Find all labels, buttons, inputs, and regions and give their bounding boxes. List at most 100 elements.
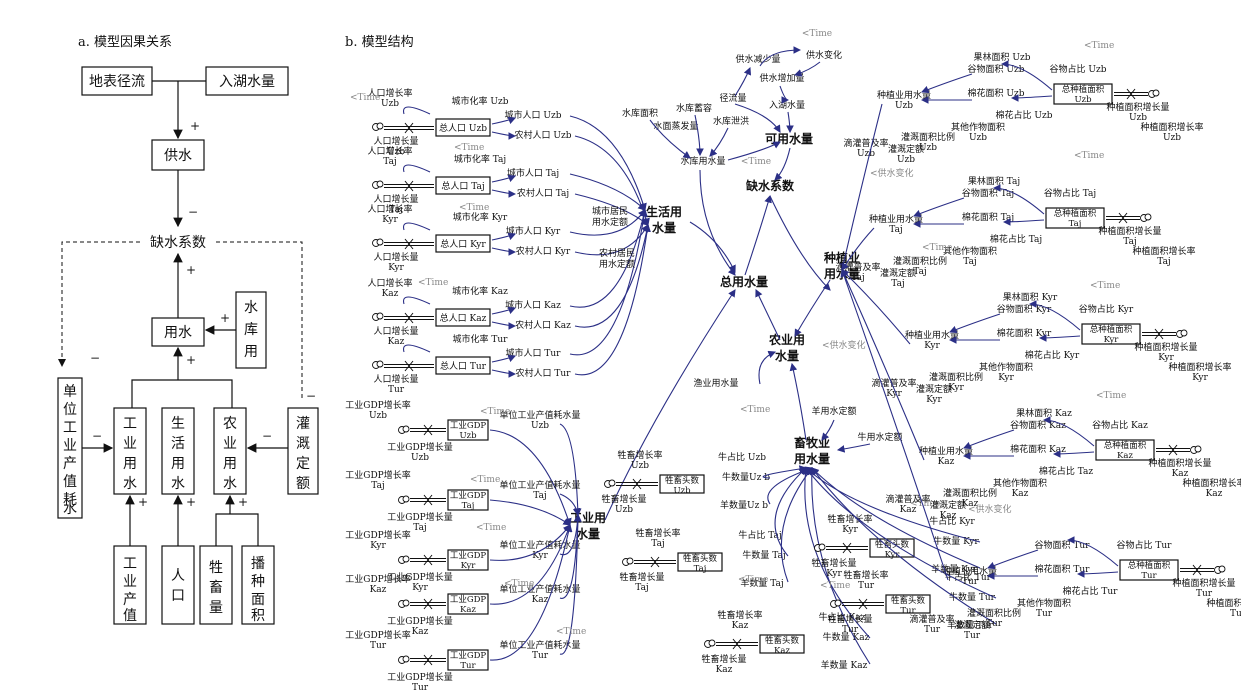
rural-pop: 农村人口 Kyr <box>516 245 571 257</box>
svg-text:用: 用 <box>244 344 258 360</box>
grain-ratio: 谷物占比 Kaz <box>1092 419 1148 431</box>
sheep-count: 羊数量 Taj <box>740 577 783 589</box>
sign: + <box>186 495 196 509</box>
svg-text:<Time: <Time <box>1084 41 1114 51</box>
cotton-area: 棉花面积 Taj <box>962 211 1014 223</box>
grain-ratio: 谷物占比 Uzb <box>1050 63 1107 75</box>
svg-text:口: 口 <box>171 588 185 604</box>
svg-text:<Time: <Time <box>556 627 586 637</box>
cattle-count: 牛数量 Kaz <box>823 631 870 643</box>
rural-pop: 农村人口 Taj <box>517 187 569 199</box>
pop-box-Kyr: 总人口 Kyr <box>440 238 486 250</box>
svg-text:位: 位 <box>63 402 77 418</box>
node-population-box <box>161 545 195 625</box>
node-lake-inflow-box <box>205 66 289 96</box>
svg-text:水量: 水量 <box>775 348 799 363</box>
svg-text:工: 工 <box>123 556 137 572</box>
urban-rate: 城市化率 Kaz <box>452 285 508 297</box>
node-industry-output-box <box>113 545 147 625</box>
panel-a-title: a. 模型因果关系 <box>78 35 172 50</box>
cotton-area: 棉花面积 Kyr <box>997 327 1052 339</box>
cattle-ratio: 牛占比 Kaz <box>819 611 866 623</box>
hub-planting: 种植业 <box>823 250 860 265</box>
node-water-use-box <box>151 317 205 347</box>
svg-text:<Time: <Time <box>740 405 770 415</box>
svg-text:量: 量 <box>209 600 223 616</box>
svg-text:产: 产 <box>123 592 137 608</box>
sign: + <box>186 353 196 367</box>
svg-text:水: 水 <box>171 476 185 492</box>
svg-text:业: 业 <box>123 436 137 452</box>
grain-area: 谷物面积 Taj <box>962 187 1014 199</box>
sign: − <box>92 429 102 443</box>
grain-ratio: 谷物占比 Tur <box>1117 539 1173 551</box>
urban-rate: 城市化率 Kyr <box>453 211 508 223</box>
time-shadow: <Time <box>350 93 380 103</box>
svg-text:<Time: <Time <box>1090 281 1120 291</box>
panel-b-title: b. 模型结构 <box>345 35 414 50</box>
cattle-ratio: 牛占比 Taj <box>738 529 781 541</box>
svg-text:额: 额 <box>296 476 310 492</box>
svg-text:<供水变化: <供水变化 <box>870 167 914 179</box>
svg-text:工: 工 <box>63 420 77 436</box>
grain-area: 谷物面积 Tur <box>1035 539 1091 551</box>
urban-rate: 城市化率 Tur <box>453 333 509 345</box>
cotton-ratio: 棉花占比 Kyr <box>1025 349 1080 361</box>
svg-text:水: 水 <box>63 501 77 517</box>
svg-text:溉: 溉 <box>296 436 310 452</box>
svg-text:库: 库 <box>244 322 258 338</box>
sign: − <box>306 389 316 403</box>
node-livestock-box <box>199 545 233 625</box>
grain-area: 谷物面积 Uzb <box>968 63 1025 75</box>
rural-pop: 农村人口 Tur <box>516 367 572 379</box>
sign: + <box>138 495 148 509</box>
svg-text:水量: 水量 <box>652 220 676 235</box>
fruit-area: 果林面积 Uzb <box>974 51 1031 63</box>
cattle-ratio: 牛占比 Kyr <box>929 515 975 527</box>
svg-text:定: 定 <box>296 456 310 472</box>
urban-pop: 城市人口 Tur <box>506 347 562 359</box>
panel-b: b. 模型结构 生活用 水量 工业用 水量 总用水量 农业用 水量 种植业 用水… <box>345 29 1241 693</box>
urban-rate: 城市化率 Uzb <box>452 95 509 107</box>
pop-box-Uzb: 总人口 Uzb <box>439 122 487 134</box>
supply-increase: 供水增加量 <box>759 72 804 84</box>
cattle-count: 牛数量 Kyr <box>933 535 979 547</box>
